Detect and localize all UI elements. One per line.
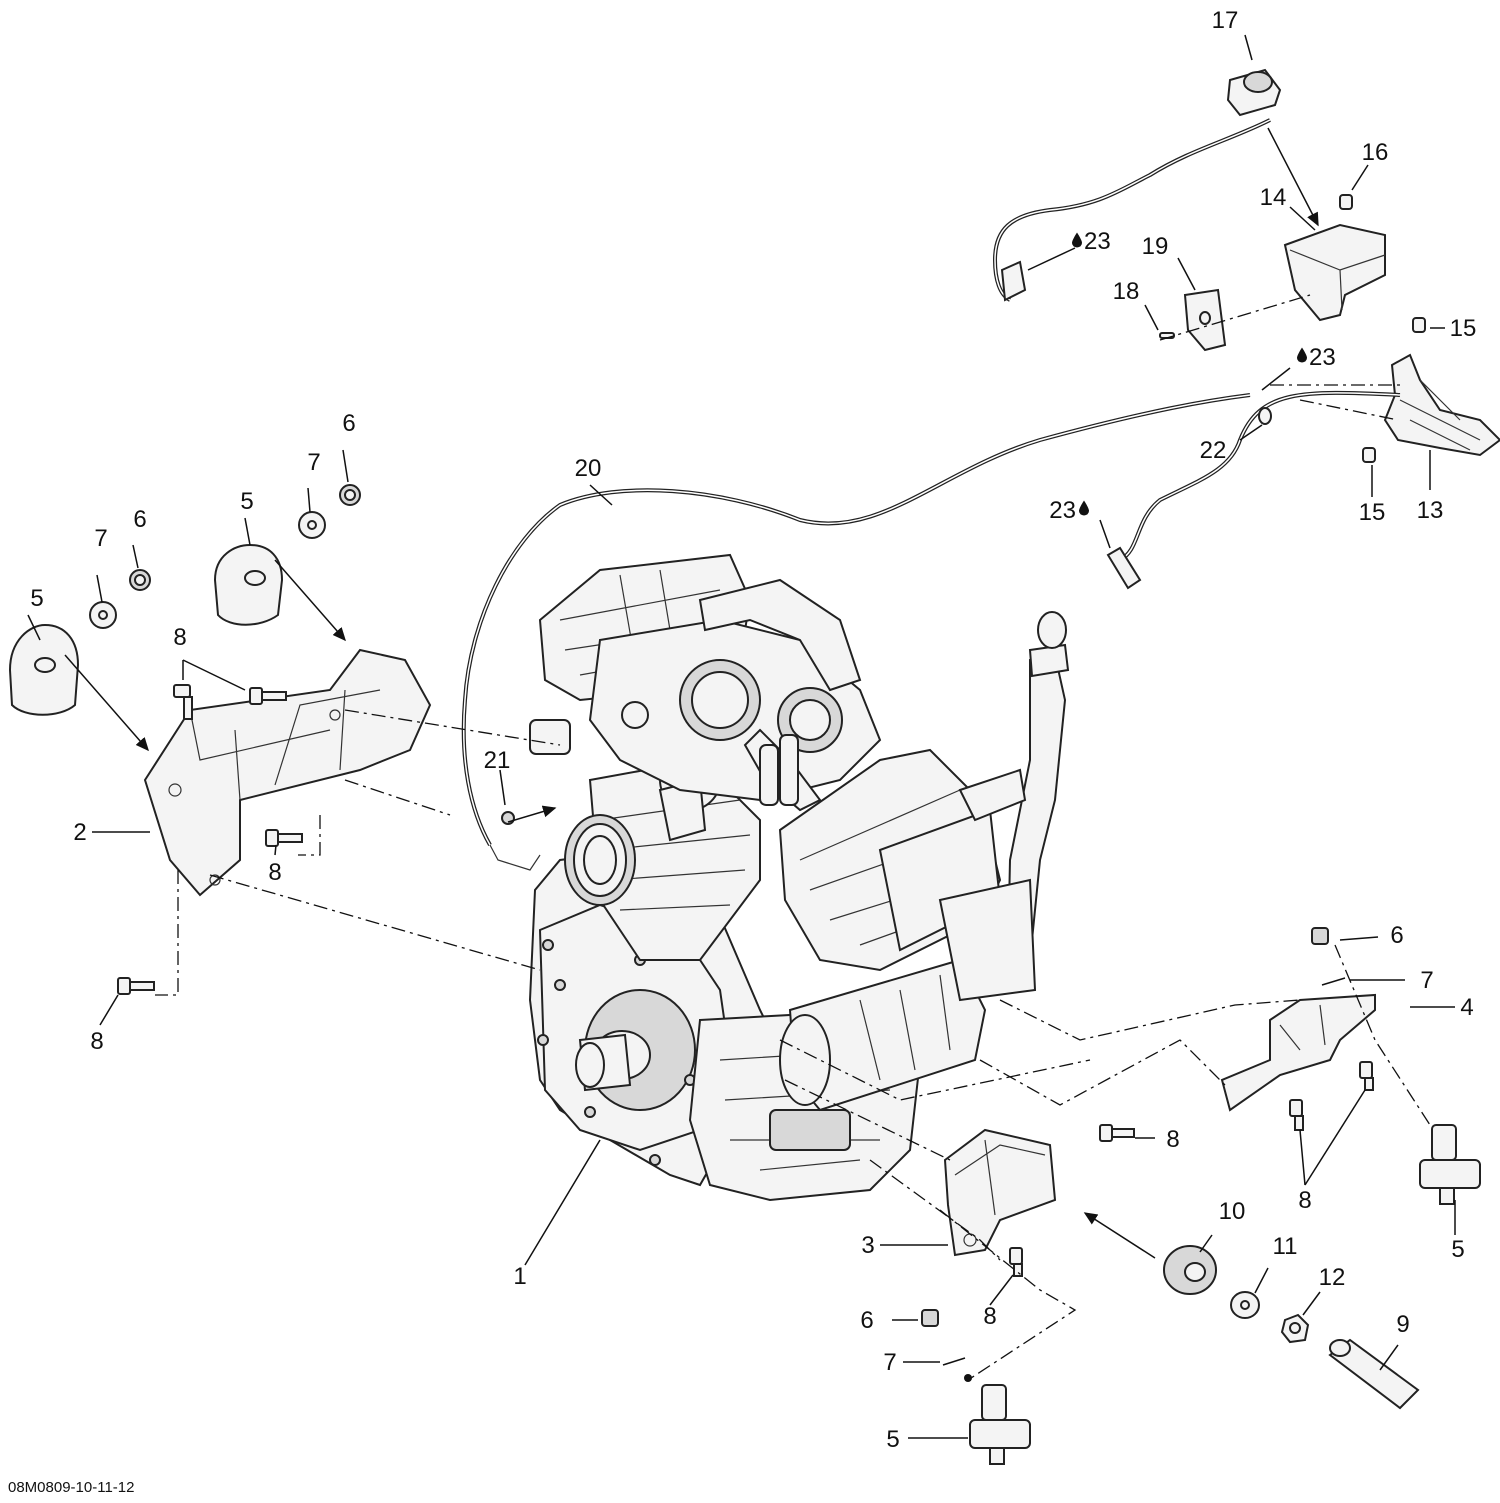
callout-13: 13 — [1417, 497, 1444, 524]
callout-7a: 7 — [94, 525, 107, 552]
callout-6c: 6 — [1390, 922, 1403, 949]
callout-7b: 7 — [307, 449, 320, 476]
oil-drop-icon — [1297, 347, 1307, 363]
callout-3: 3 — [861, 1232, 874, 1259]
bolt-8e — [1099, 1124, 1135, 1142]
callout-2: 2 — [73, 819, 86, 846]
callout-7d: 7 — [883, 1349, 896, 1376]
bolt-8h — [1359, 1061, 1374, 1091]
washer-7c — [1321, 977, 1346, 986]
callout-labels: 1 2 3 4 5 5 5 5 6 6 6 6 7 7 7 7 8 8 8 8 … — [30, 7, 1476, 1453]
callout-6b: 6 — [342, 410, 355, 437]
bolt-8a — [173, 684, 193, 720]
callout-14: 14 — [1260, 184, 1287, 211]
callout-15a: 15 — [1450, 315, 1477, 342]
callout-19: 19 — [1142, 233, 1169, 260]
callout-6a: 6 — [133, 506, 146, 533]
callout-8d: 8 — [1166, 1126, 1179, 1153]
callout-4: 4 — [1460, 994, 1473, 1021]
callout-12: 12 — [1319, 1264, 1346, 1291]
bolt-8d — [117, 977, 155, 995]
rubber-mount-5c — [1419, 1124, 1481, 1205]
engine-mount-3 — [943, 1128, 1057, 1257]
throttle-cable-20 — [461, 390, 1401, 871]
engine-assembly — [528, 553, 1070, 1202]
callout-8f: 8 — [1298, 1187, 1311, 1214]
callout-15b: 15 — [1359, 499, 1386, 526]
leader-lines — [27, 34, 1456, 1439]
alignment-lines — [155, 294, 1431, 1382]
washer-7a — [89, 601, 117, 629]
callout-7c: 7 — [1420, 967, 1433, 994]
callout-16: 16 — [1362, 139, 1389, 166]
bolt-8b — [249, 687, 287, 705]
bolt-8g — [1289, 1099, 1304, 1131]
diagram-reference-code: 08M0809-10-11-12 — [8, 1479, 134, 1496]
engine-bracket-left — [143, 648, 432, 897]
bracket-13 — [1383, 353, 1500, 457]
callout-10: 10 — [1219, 1198, 1246, 1225]
washer-7b — [298, 511, 326, 539]
callout-5a: 5 — [30, 585, 43, 612]
nut-6a — [129, 569, 151, 591]
callout-8a: 8 — [173, 624, 186, 651]
nut-16 — [1339, 194, 1353, 210]
callout-18: 18 — [1113, 278, 1140, 305]
stud-15a — [1412, 317, 1426, 333]
callout-5c: 5 — [1451, 1236, 1464, 1263]
callout-17: 17 — [1212, 7, 1239, 34]
callout-6d: 6 — [860, 1307, 873, 1334]
washer-7d — [942, 1357, 966, 1366]
rubber-mount-5b — [213, 543, 284, 626]
nut-6b — [339, 484, 361, 506]
nut-12 — [1280, 1313, 1310, 1344]
bracket-14 — [1283, 223, 1386, 322]
clip-22 — [1258, 407, 1272, 425]
callout-23b: 23 — [1309, 344, 1336, 371]
bolt-8c — [265, 829, 303, 847]
oil-drop-icon — [1072, 232, 1082, 248]
callout-8b: 8 — [268, 859, 281, 886]
plate-19 — [1183, 288, 1227, 352]
callout-20: 20 — [575, 455, 602, 482]
bushing-10 — [1163, 1245, 1217, 1295]
nut-6d — [921, 1309, 939, 1327]
callout-5d: 5 — [886, 1426, 899, 1453]
callout-1: 1 — [513, 1263, 526, 1290]
oil-drop-icon — [1079, 500, 1089, 516]
stud-15b — [1362, 447, 1376, 463]
callout-9: 9 — [1396, 1311, 1409, 1338]
upper-cable — [992, 118, 1271, 302]
clip-21 — [501, 811, 515, 825]
callout-8c: 8 — [90, 1028, 103, 1055]
rubber-mount-5a — [8, 623, 80, 716]
nut-6c — [1311, 927, 1329, 945]
knob-17 — [1226, 68, 1282, 117]
bolt-8f — [1009, 1247, 1023, 1277]
callout-23a: 23 — [1084, 228, 1111, 255]
callout-5b: 5 — [240, 488, 253, 515]
callout-11: 11 — [1273, 1233, 1298, 1260]
callout-23c: 23 — [1049, 497, 1076, 524]
callout-8e: 8 — [983, 1303, 996, 1330]
engine-mount-4 — [1220, 993, 1376, 1112]
callout-21: 21 — [484, 747, 511, 774]
callout-22: 22 — [1200, 437, 1227, 464]
rubber-mount-5d — [969, 1384, 1031, 1465]
spacer-9 — [1328, 1338, 1420, 1410]
washer-11 — [1230, 1291, 1260, 1319]
